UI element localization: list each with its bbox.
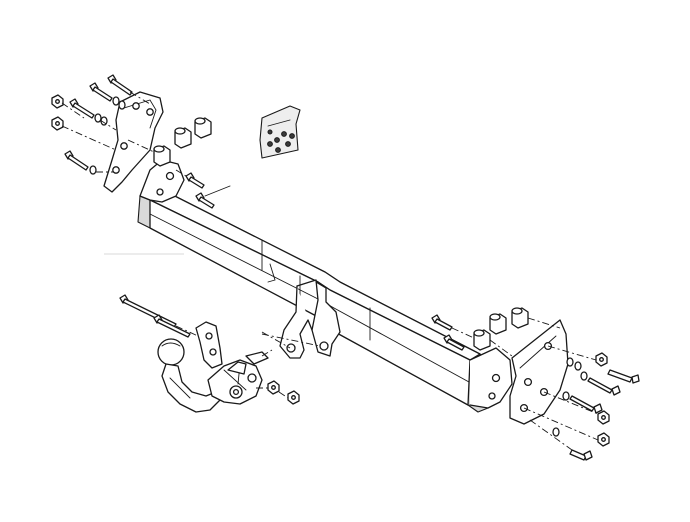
crossbar-beam bbox=[137, 185, 491, 413]
left-fasteners bbox=[51, 74, 231, 209]
right-fasteners bbox=[431, 307, 640, 461]
electrical-kit-bag bbox=[259, 105, 301, 159]
tow-ball-assembly bbox=[119, 294, 300, 413]
center-drop-bracket bbox=[261, 279, 341, 359]
right-side-bracket bbox=[469, 319, 569, 425]
left-side-bracket bbox=[103, 91, 185, 203]
